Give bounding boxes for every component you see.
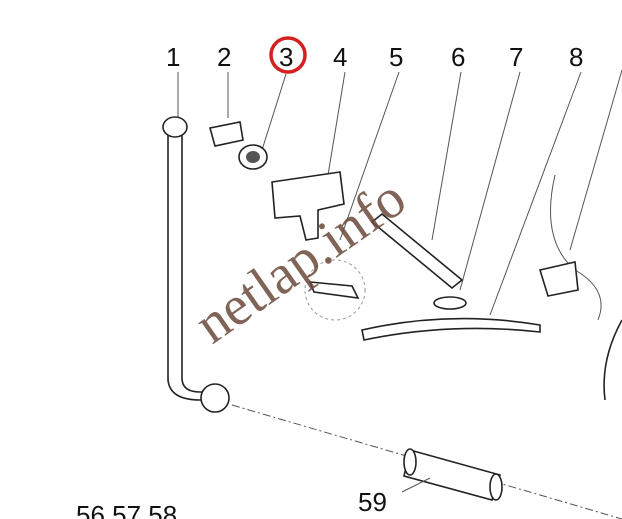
part-label-4: 4: [333, 42, 347, 72]
part-label-8: 8: [569, 42, 583, 72]
part-label-59: 59: [358, 487, 387, 517]
part-label-6: 6: [451, 42, 465, 72]
highlight-circle: [269, 36, 307, 74]
part-1-hose: [162, 116, 230, 413]
power-cable: [550, 174, 602, 321]
part-8-lower-spray-arm: [361, 317, 541, 341]
leader-lines: [177, 69, 622, 316]
part-3-nut: [238, 144, 268, 170]
part-label-7: 7: [509, 42, 523, 72]
plug: [538, 261, 579, 297]
part-6-upper-spray-arm: [370, 212, 464, 290]
part-59-pipe: [403, 448, 503, 501]
part-5: [304, 259, 366, 321]
part-labels-56-57-58: 56 57 58: [76, 500, 177, 519]
part-7-ring: [433, 296, 467, 310]
part-2-clip: [208, 121, 244, 147]
part-label-1: 1: [166, 42, 180, 72]
part-label-5: 5: [389, 42, 403, 72]
part-4-housing: [271, 171, 345, 241]
part-label-2: 2: [217, 42, 231, 72]
hose-right: [603, 319, 622, 401]
part-label-3: 3: [279, 42, 293, 72]
